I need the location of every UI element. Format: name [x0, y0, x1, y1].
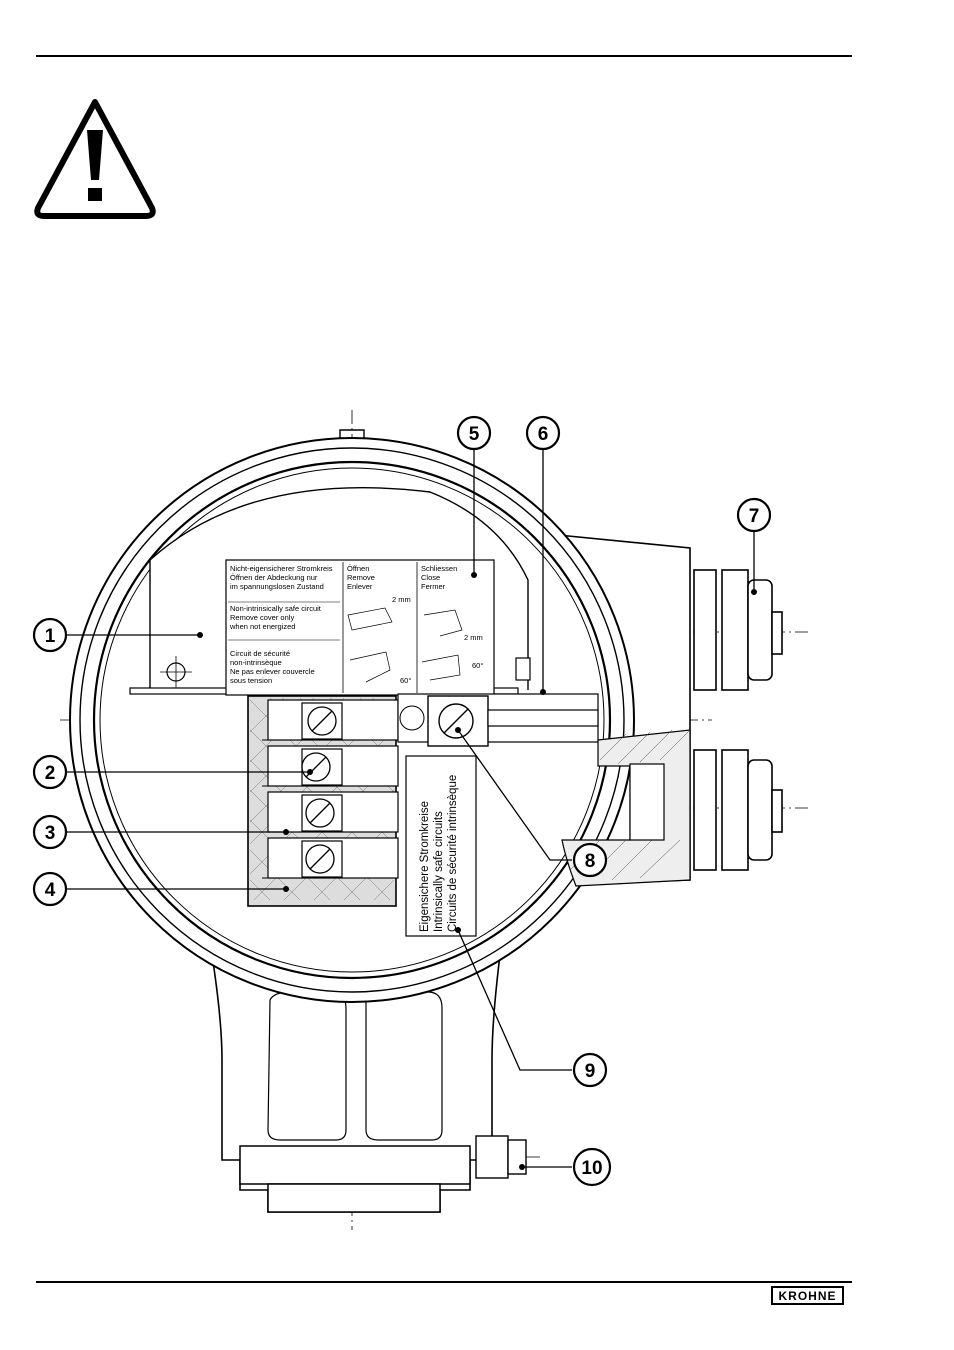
- plate-line: Fermer: [421, 582, 446, 591]
- angle-label: 60°: [472, 661, 483, 670]
- callout-5: 5: [456, 415, 492, 451]
- svg-text:3: 3: [45, 823, 56, 844]
- is-plate-line: Eigensichere Stromkreise: [419, 801, 431, 932]
- callout-3: 3: [32, 814, 68, 850]
- svg-text:2: 2: [45, 763, 56, 784]
- plate-line: Remove cover only: [230, 613, 294, 622]
- svg-text:1: 1: [45, 626, 56, 647]
- callout-10: 10: [572, 1147, 612, 1187]
- svg-text:4: 4: [45, 880, 56, 901]
- footer-rule: [36, 1281, 852, 1283]
- callout-4: 4: [32, 871, 68, 907]
- krohne-logo: KROHNE: [771, 1286, 844, 1305]
- label-plate-text: Nicht-eigensicherer Stromkreis Öffnen de…: [229, 564, 483, 685]
- warning-triangle-icon: [34, 99, 156, 219]
- plate-line: Schliessen: [421, 564, 457, 573]
- plate-line: when not energized: [229, 622, 295, 631]
- plate-line: Öffnen der Abdeckung nur: [230, 573, 318, 582]
- callout-8: 8: [572, 842, 608, 878]
- svg-text:10: 10: [581, 1158, 602, 1179]
- plate-line: non-intrinsèque: [230, 658, 282, 667]
- callout-1: 1: [32, 617, 68, 653]
- dimension-label: 2 mm: [392, 595, 411, 604]
- callout-7: 7: [736, 497, 772, 533]
- callout-9: 9: [572, 1052, 608, 1088]
- plate-line: Öffnen: [347, 564, 369, 573]
- is-plate-line: Circuits de sécurité intrinsèque: [447, 775, 459, 932]
- plate-line: im spannungslosen Zustand: [230, 582, 324, 591]
- callout-6: 6: [525, 415, 561, 451]
- dimension-label: 2 mm: [464, 633, 483, 642]
- terminal-compartment-drawing: Nicht-eigensicherer Stromkreis Öffnen de…: [32, 410, 808, 1230]
- is-plate-text: Eigensichere Stromkreise Intrinsically s…: [419, 775, 459, 932]
- angle-label: 60°: [400, 676, 411, 685]
- plate-line: Close: [421, 573, 440, 582]
- plate-line: Circuit de sécurité: [230, 649, 290, 658]
- svg-text:5: 5: [469, 424, 480, 445]
- header-rule: [36, 55, 852, 57]
- leader-lines: [66, 450, 755, 1168]
- plate-line: Nicht-eigensicherer Stromkreis: [230, 564, 333, 573]
- logo-text: KROHNE: [778, 1288, 837, 1303]
- plate-line: sous tension: [230, 676, 272, 685]
- plate-line: Remove: [347, 573, 375, 582]
- plate-line: Non-intrinsically safe circuit: [230, 604, 322, 613]
- plate-line: Enlever: [347, 582, 373, 591]
- callout-2: 2: [32, 754, 68, 790]
- svg-text:6: 6: [538, 424, 549, 445]
- svg-text:8: 8: [585, 851, 596, 872]
- svg-text:7: 7: [749, 506, 760, 527]
- plate-line: Ne pas enlever couvercle: [230, 667, 315, 676]
- is-plate-line: Intrinsically safe circuits: [433, 811, 445, 932]
- svg-text:9: 9: [585, 1061, 596, 1082]
